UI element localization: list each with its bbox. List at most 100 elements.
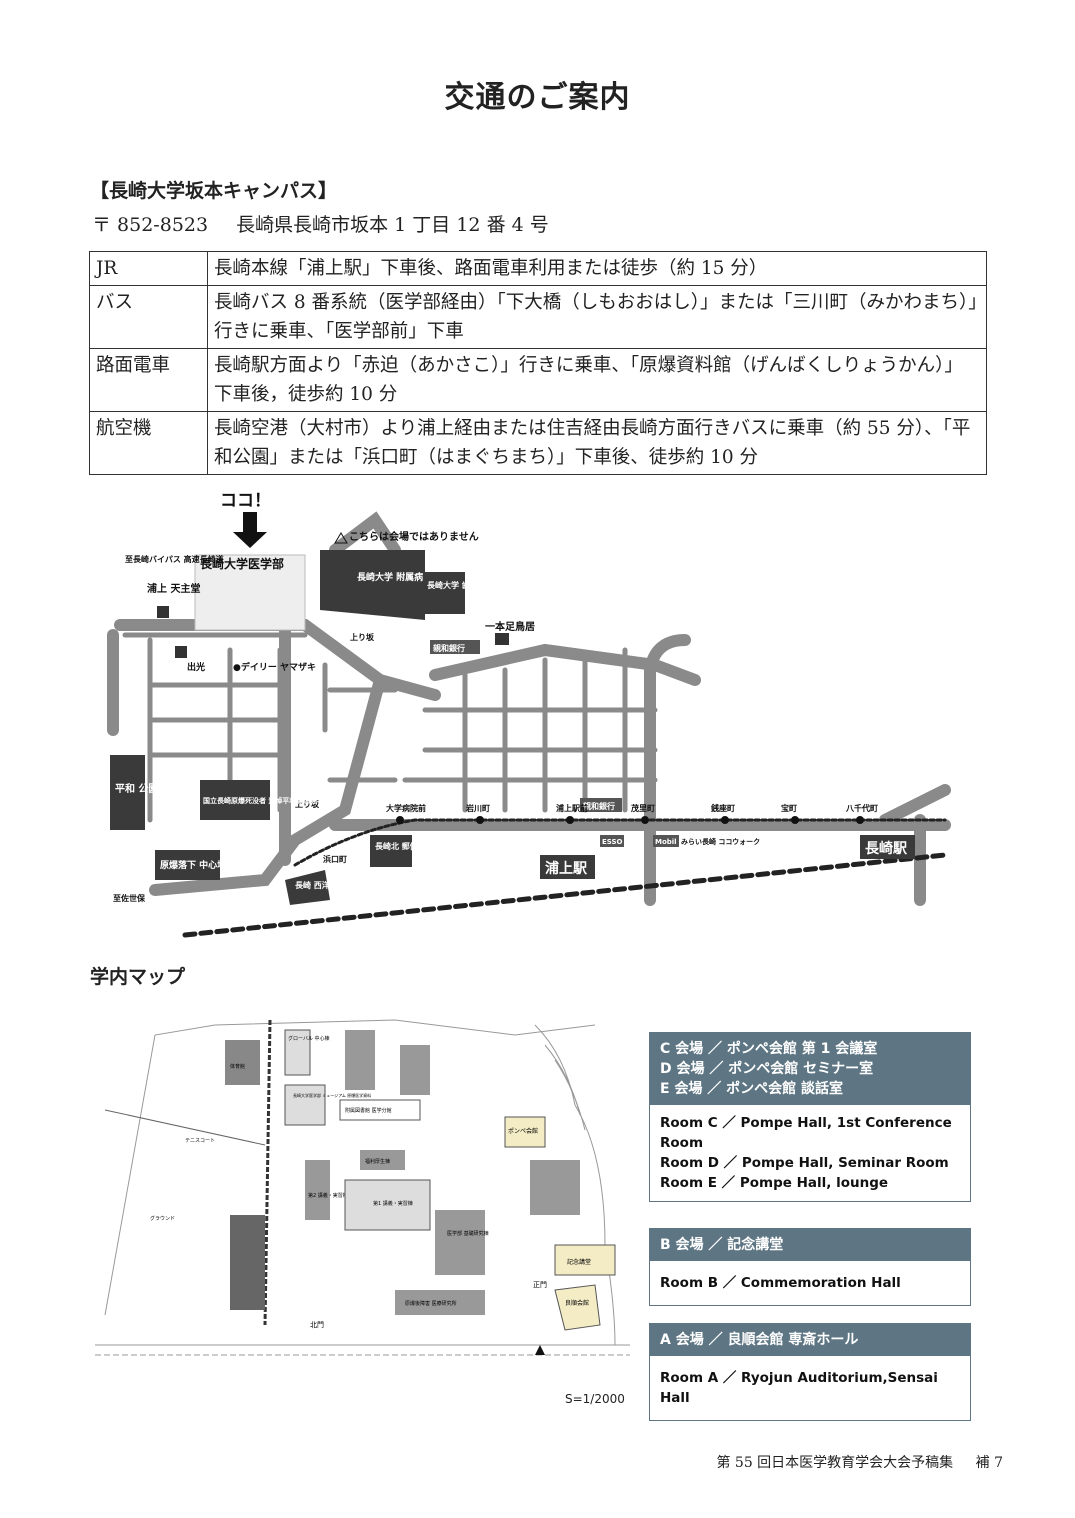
lab1-label: 第1 講義・実習棟 [373,1200,413,1207]
mirai-label: みらい長崎 ココウォーク [681,837,760,846]
ryojun-label: 良順会館 [565,1299,589,1307]
access-detail: 長崎本線「浦上駅」下車後、路面電車利用または徒歩（約 15 分） [207,251,987,286]
hospital-label: 長崎大学 附属病院 [357,571,432,583]
entrance-arrow-icon [535,1345,545,1355]
venue-body: Room B ／ Commemoration Hall [650,1261,970,1305]
pompe-label: ポンペ会館 [508,1127,538,1135]
venue-body-line: Room B ／ Commemoration Hall [660,1275,901,1291]
global-building [284,1029,311,1076]
idemitsu-label: 出光 [187,661,205,673]
gym-building [225,1040,260,1085]
venue-box-cde: C 会場 ／ ポンペ会館 第 1 会議室 D 会場 ／ ポンペ会館 セミナー室 … [649,1032,971,1202]
here-label: ココ！ [220,491,271,511]
tram-stop-label: 銭座町 [710,803,735,813]
access-detail: 長崎バス 8 番系統（医学部経由）「下大橋（しもおおはし）」または「三川町（みか… [207,285,987,349]
memorial-building [200,780,270,820]
pompe-building [504,1116,546,1148]
venue-header: B 会場 ／ 記念講堂 [650,1229,970,1261]
tram-stop-label: 大学病院前 [386,803,426,813]
down-arrow-icon [233,512,267,548]
tram-stop-label: 八千代町 [845,803,878,813]
main-building [435,1210,485,1275]
shinwa-bank-2 [580,798,622,812]
access-mode: JR [89,251,208,286]
venue-box-a: A 会場 ／ 良順会館 専斎ホール Room A ／ Ryojun Audito… [649,1323,971,1421]
access-mode: 路面電車 [89,348,208,412]
access-mode: 航空機 [89,411,208,475]
shinwa-bank-1 [430,640,480,654]
tram-stop-marker [721,816,729,824]
research-building [530,1160,580,1215]
page-title: 交通のご案内 [444,80,631,115]
page-footer: 第 55 回日本医学教育学会大会予稿集 補 7 [716,1452,1003,1472]
church-icon [157,606,169,618]
yamazaki-label: ●デイリー ヤマザキ [233,661,316,673]
proceedings-title: 第 55 回日本医学教育学会大会予稿集 [716,1455,954,1471]
tram-stop-label: 浦上駅前 [556,803,588,813]
access-detail: 長崎駅方面より「赤迫（あかさこ）」行きに乗車、「原爆資料館（げんばくしりょうかん… [207,348,987,412]
shinwa-label-2: 親和銀行 [583,801,615,811]
genbaku-label: 原爆後障害 医療研究所 [405,1300,457,1307]
seiyokan-label: 長崎 西洋館 [295,880,338,890]
heiwa-label: 平和 公園 [115,782,158,795]
tram-stop-label: 宝町 [781,803,797,813]
venue-box-b: B 会場 ／ 記念講堂 Room B ／ Commemoration Hall [649,1228,971,1306]
genbaku-building [395,1290,485,1315]
tram-stop-marker [476,816,484,824]
seiyokan-building [285,870,330,905]
lab2-label: 第2 講義・実習棟 [308,1192,348,1199]
tram-stop-marker [641,816,649,824]
tram-stop-marker [791,816,799,824]
table-row: バス 長崎バス 8 番系統（医学部経由）「下大橋（しもおおはし）」または「三川町… [89,285,987,349]
venue-header-line: D 会場 ／ ポンペ会館 セミナー室 [660,1061,874,1077]
street-address: 長崎県長崎市坂本 1 丁目 12 番 4 号 [236,214,549,236]
access-mode: バス [89,285,208,349]
library-label: 附属図書館 医学分館 [345,1107,392,1114]
nagasaki-label: 長崎駅 [865,840,908,857]
access-table: JR 長崎本線「浦上駅」下車後、路面電車利用または徒歩（約 15 分） バス 長… [89,251,987,475]
venue-body-line: Room C ／ Pompe Hall, 1st Conference Room [660,1115,952,1151]
campus-map-heading: 学内マップ [90,966,186,988]
route-map: ココ！ 長崎大学医学部 至長崎バイパス 高速長崎道 浦上 天主堂 こちらは会場で… [107,491,951,938]
shinwa-label-1: 親和銀行 [433,643,465,653]
tram-stop-label: 茂里町 [631,803,655,813]
dental-label: 長崎大学 歯学部 [427,580,486,590]
venue-header-line: A 会場 ／ 良順会館 専斎ホール [660,1332,859,1348]
seimon-label: 正門 [533,1281,547,1289]
museum-label: 長崎大学医学部 ミュージアム 原爆医学資料 [293,1092,371,1098]
esso-icon [600,835,624,847]
school-label: 長崎大学医学部 [200,556,284,571]
tennis-label: テニスコート [185,1138,215,1144]
post-office [370,835,412,867]
hypocenter-label: 原爆落下 中心地公園 [160,859,244,871]
table-row: 路面電車 長崎駅方面より「赤迫（あかさこ）」行きに乗車、「原爆資料館（げんばくし… [89,348,987,412]
museum-building [284,1084,326,1126]
postal-code: 〒 852-8523 [92,214,209,236]
kitamon-label: 北門 [310,1321,324,1329]
dental-building [423,572,465,614]
post-label: 長崎北 郵便局 [375,841,426,851]
warning-text: こちらは会場ではありません [349,530,479,543]
venue-body-line: Room E ／ Pompe Hall, lounge [660,1175,889,1191]
urakami-station [540,855,595,879]
torii-label: 一本足鳥居 [485,620,535,633]
access-detail: 長崎空港（大村市）より浦上経由または住吉経由長崎方面行きバスに乗車（約 55 分… [207,411,987,475]
global-label: グローバル 中心棟 [288,1035,330,1042]
campus-area [194,554,306,631]
tram-stop-marker [566,816,574,824]
venue-body-line: Room D ／ Pompe Hall, Seminar Room [660,1155,949,1171]
venue-body-line: Room A ／ Ryojun Auditorium,Sensai Hall [660,1370,938,1406]
ground-label: グラウンド [150,1215,175,1222]
hospital-building [320,550,425,620]
warning-icon [334,532,348,544]
heiwa-park [110,755,145,830]
lab1-building [344,1179,431,1231]
building-a [345,1030,375,1090]
venue-header-line: E 会場 ／ ポンペ会館 談話室 [660,1081,844,1097]
kinen-label: 記念講堂 [567,1258,591,1266]
address: 〒 852-8523 長崎県長崎市坂本 1 丁目 12 番 4 号 [92,210,549,237]
mobil-label: Mobil [655,838,677,846]
table-row: JR 長崎本線「浦上駅」下車後、路面電車利用または徒歩（約 15 分） [89,251,987,286]
mobil-icon [653,835,679,847]
venue-header-line: B 会場 ／ 記念講堂 [660,1237,784,1253]
